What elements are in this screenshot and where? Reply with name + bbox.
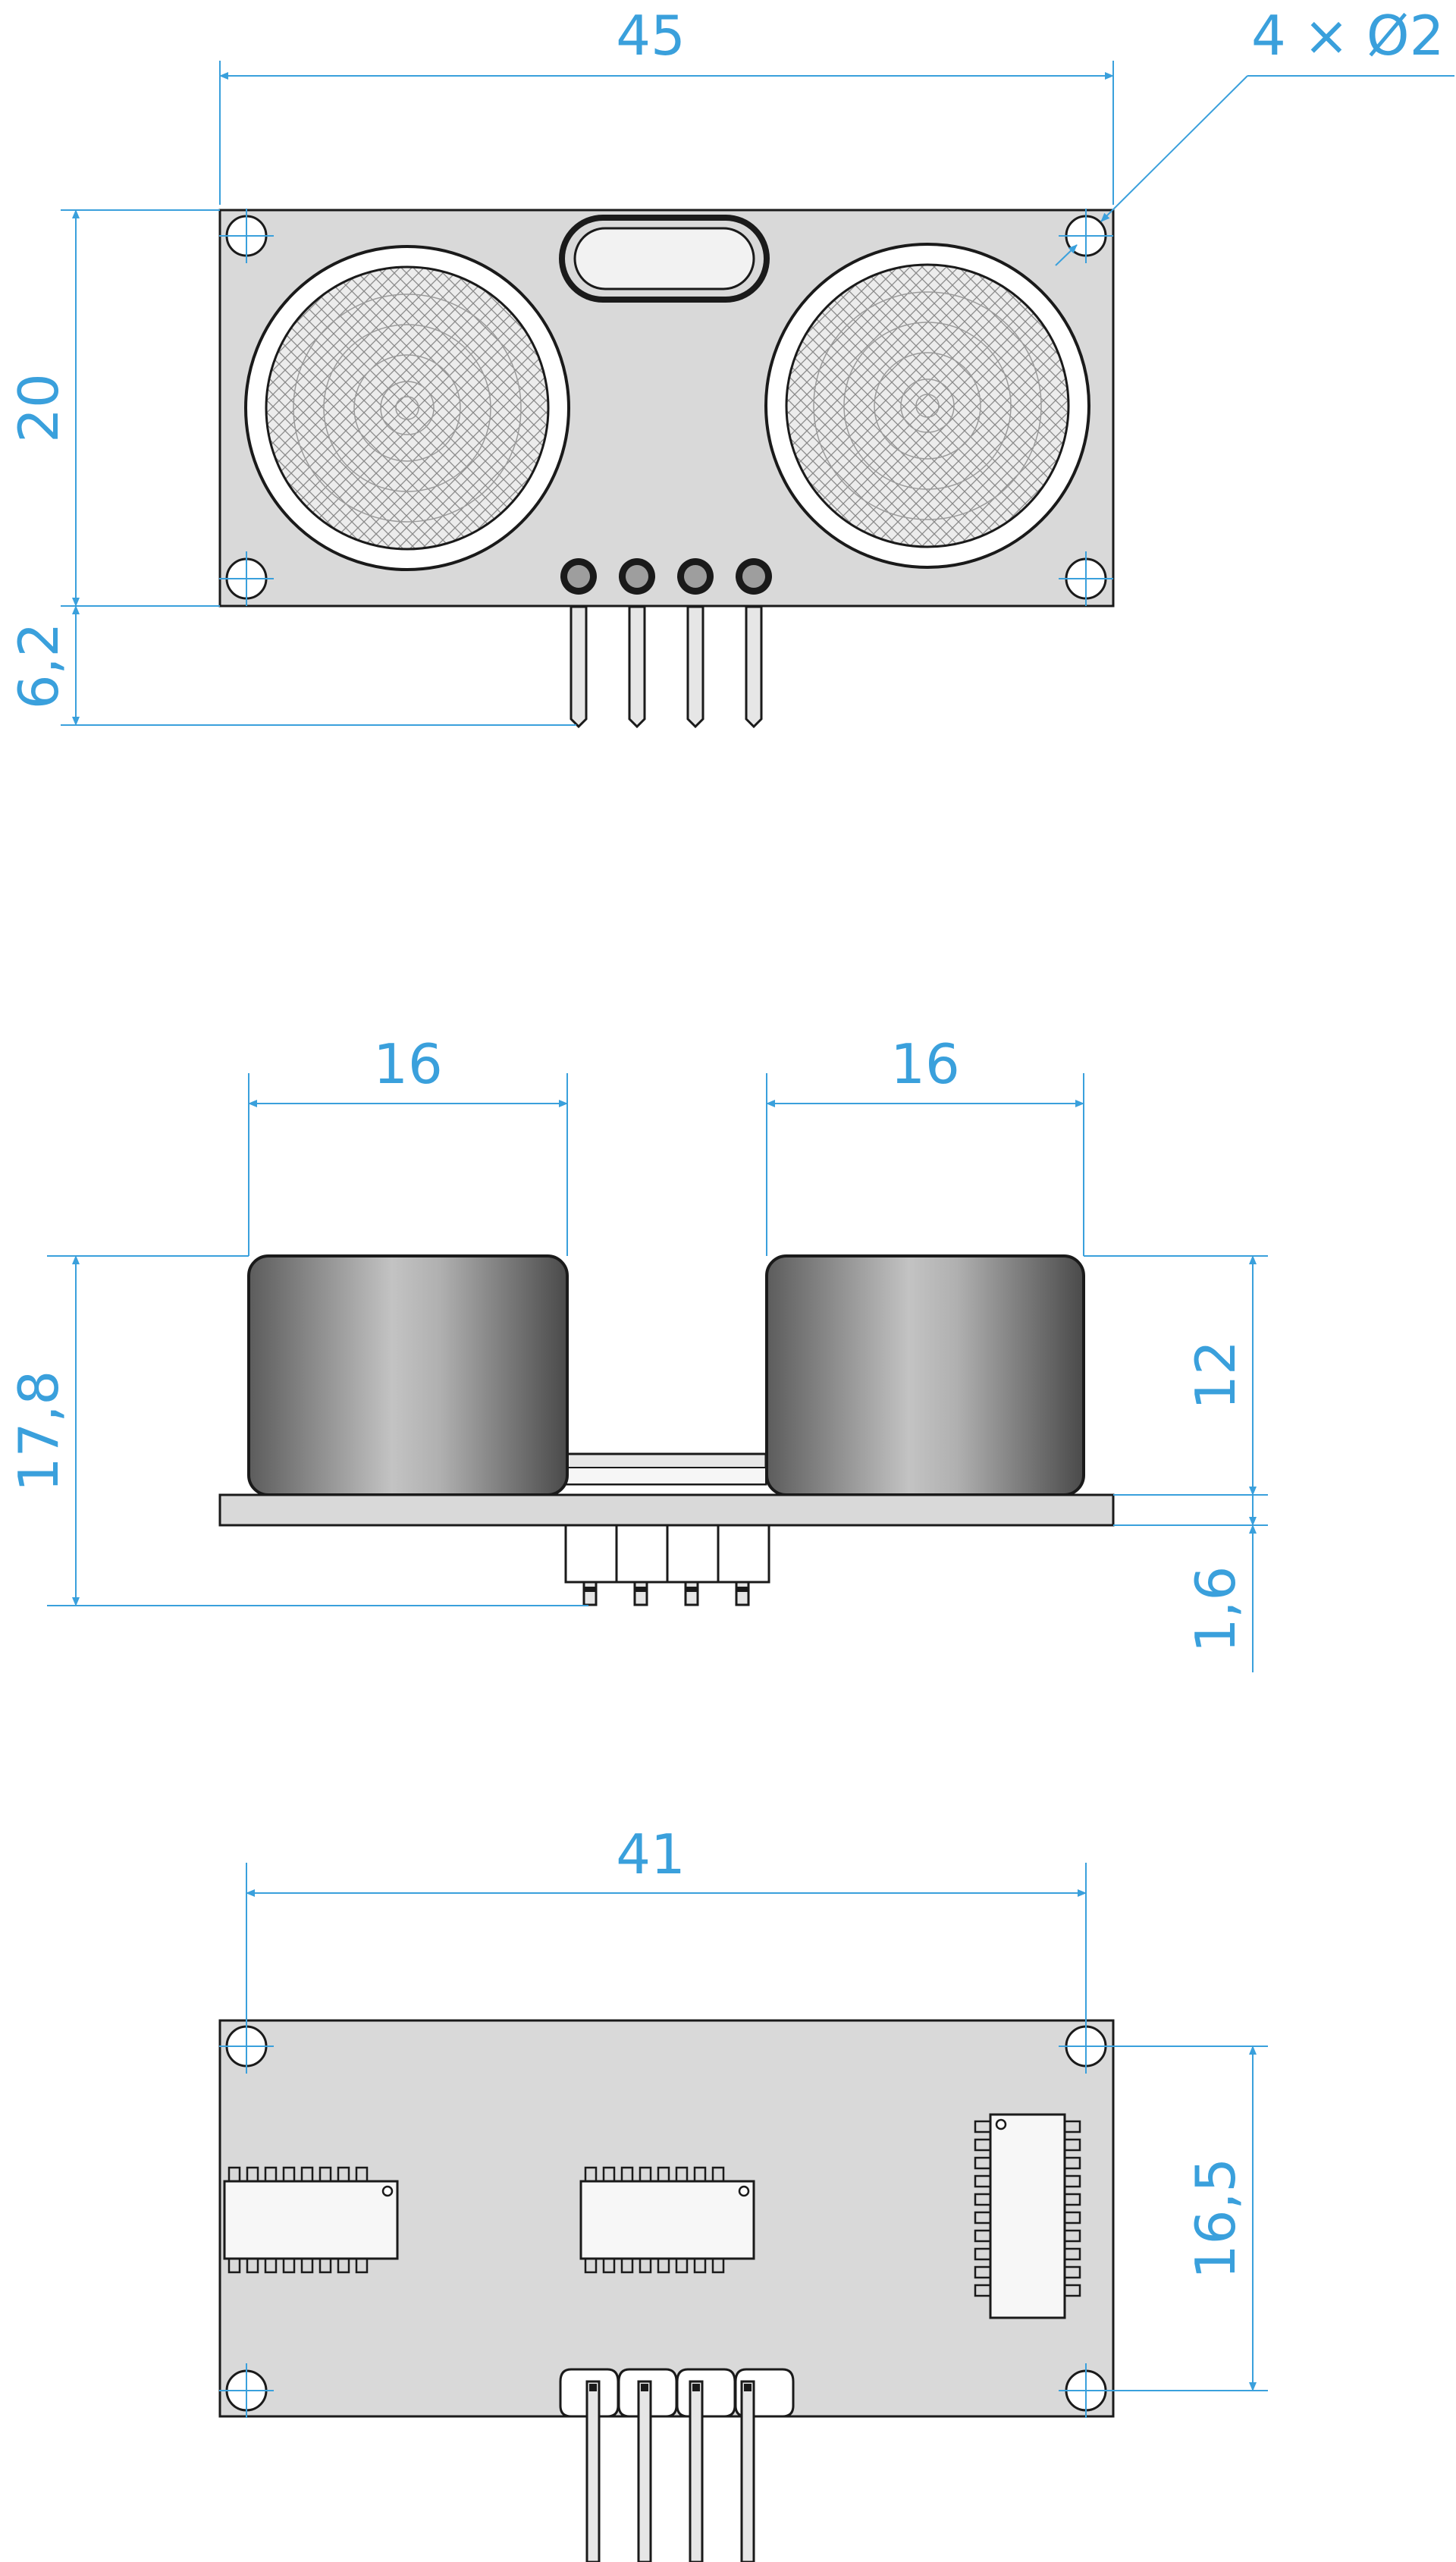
dim-bottom-hole-spacing-y	[1106, 2046, 1268, 2391]
label-holes: 4 × Ø2	[1251, 4, 1444, 68]
label-side-right-width: 16	[890, 1032, 960, 1096]
bottom-right-ic	[974, 2113, 1081, 2319]
top-pins	[570, 605, 763, 729]
bottom-middle-ic	[579, 2166, 755, 2274]
side-header	[564, 1524, 770, 1584]
dim-side-board-thickness	[1113, 1495, 1268, 1672]
dim-bottom-hole-spacing-x	[246, 1863, 1087, 2027]
dim-side-total-height	[47, 1255, 588, 1606]
label-side-left-width: 16	[373, 1032, 443, 1096]
side-board	[218, 1493, 1115, 1527]
bottom-pins	[585, 2380, 755, 2562]
label-top-width: 45	[616, 4, 686, 68]
top-hole-centerlines	[219, 209, 1113, 606]
top-view: 45 20 6,2 4 × Ø2	[7, 4, 1454, 729]
side-pins	[582, 1581, 750, 1606]
label-side-transducer-height: 12	[1184, 1340, 1247, 1410]
dim-side-transducer-height	[1084, 1255, 1268, 1496]
label-bottom-hole-spacing-x: 41	[616, 1823, 686, 1886]
label-top-height: 20	[7, 373, 71, 443]
dim-side-right-width	[766, 1073, 1084, 1256]
dim-top-height	[61, 209, 220, 607]
dim-pin-length	[61, 605, 576, 726]
label-side-total-height: 17,8	[7, 1370, 71, 1492]
top-pin-pads	[560, 558, 772, 595]
dim-holes-leader	[1055, 75, 1454, 266]
side-view: 16 16 17,8 12 1,6	[7, 1032, 1268, 1672]
dim-side-left-width	[248, 1073, 568, 1256]
bottom-left-ic	[223, 2166, 399, 2274]
top-right-transducer	[764, 243, 1090, 569]
label-bottom-hole-spacing-y: 16,5	[1184, 2158, 1247, 2279]
crystal-body	[573, 227, 755, 290]
label-pin-length: 6,2	[7, 623, 71, 710]
top-left-transducer	[244, 245, 570, 571]
dim-top-width	[219, 61, 1114, 205]
side-right-transducer	[765, 1254, 1085, 1496]
label-side-board-thickness: 1,6	[1184, 1566, 1247, 1653]
bottom-hole-centerlines	[219, 2019, 1113, 2418]
side-left-transducer	[247, 1254, 569, 1496]
bottom-view: 41 16,5	[218, 1823, 1268, 2562]
